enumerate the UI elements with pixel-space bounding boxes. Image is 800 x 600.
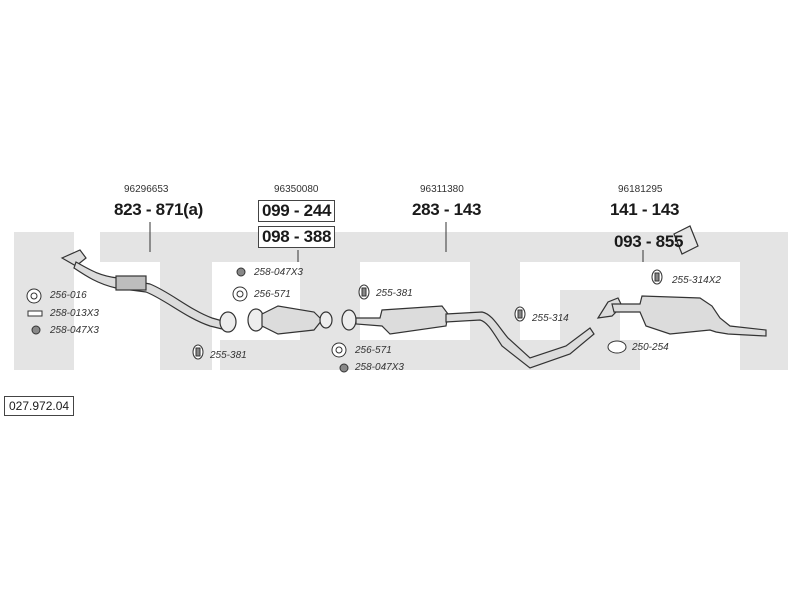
oem-number: 96311380 <box>420 184 464 195</box>
fitting-label: 258-013X3 <box>50 308 99 319</box>
part-number-boxed: 098 - 388 <box>258 226 336 248</box>
fitting-label: 250-254 <box>632 342 669 353</box>
fitting-label: 255-381 <box>210 350 247 361</box>
gasket-icon <box>331 342 347 358</box>
bracket-icon <box>673 225 699 255</box>
rubber-mount-icon <box>192 344 204 360</box>
leader-lines <box>149 222 644 262</box>
fitting-label: 256-571 <box>355 345 392 356</box>
middle-silencer <box>341 305 595 369</box>
oem-number: 96181295 <box>618 184 663 195</box>
fitting-label: 258-047X3 <box>254 267 303 278</box>
gasket-icon <box>232 286 248 302</box>
nut-icon <box>31 325 41 335</box>
fitting-label: 256-016 <box>50 290 87 301</box>
rear-silencer <box>596 295 767 337</box>
rubber-mount-icon <box>358 284 370 300</box>
fitting-label: 255-314X2 <box>672 275 721 286</box>
part-number: 823 - 871(a) <box>114 200 204 219</box>
bolt-icon <box>27 310 43 317</box>
nut-icon <box>339 363 349 373</box>
fitting-label: 255-381 <box>376 288 413 299</box>
part-number: 141 - 143 <box>610 200 680 219</box>
part-number: 283 - 143 <box>412 200 482 219</box>
part-number-boxed: 099 - 244 <box>258 200 336 222</box>
fitting-label: 255-314 <box>532 313 569 324</box>
rubber-mount-icon <box>514 306 526 322</box>
catalytic-converter <box>247 305 333 335</box>
oem-number: 96296653 <box>124 184 169 195</box>
fitting-label: 258-047X3 <box>355 362 404 373</box>
catalog-number: 027.972.04 <box>4 396 75 416</box>
rubber-mount-icon <box>651 269 663 285</box>
fitting-label: 258-047X3 <box>50 325 99 336</box>
clamp-icon <box>607 340 627 354</box>
oem-number: 96350080 <box>274 184 319 195</box>
gasket-icon <box>26 288 42 304</box>
nut-icon <box>236 267 246 277</box>
fitting-label: 256-571 <box>254 289 291 300</box>
part-number: 093 - 855 <box>614 232 684 251</box>
front-pipe <box>60 249 237 333</box>
